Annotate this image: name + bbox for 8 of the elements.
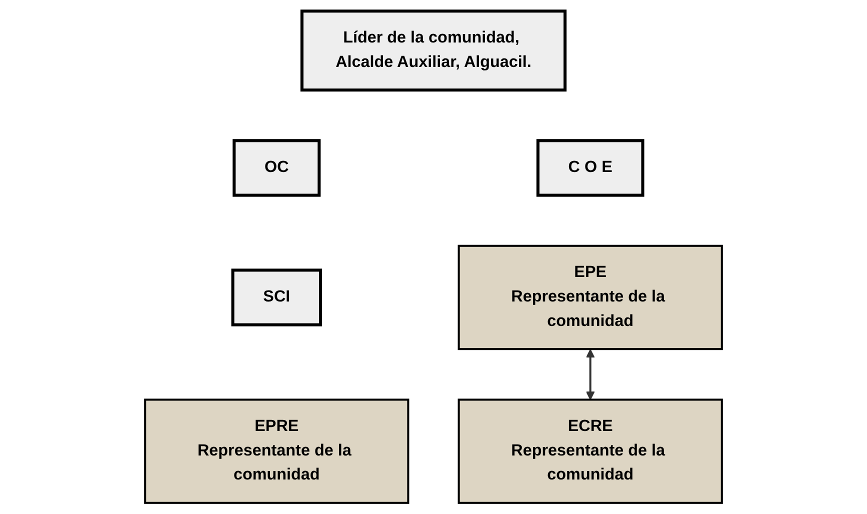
node-box: OC: [232, 139, 321, 197]
node-box: C O E: [536, 139, 644, 197]
node-box: Líder de la comunidad, Alcalde Auxiliar, Alguacil.: [300, 10, 567, 92]
node-box: EPRE Representante de la comunidad: [144, 398, 410, 504]
node-box: ECRE Representante de la comunidad: [458, 398, 723, 504]
node-box: SCI: [231, 268, 322, 326]
arrow: [586, 349, 595, 400]
node-box: EPE Representante de la comunidad: [458, 244, 723, 350]
